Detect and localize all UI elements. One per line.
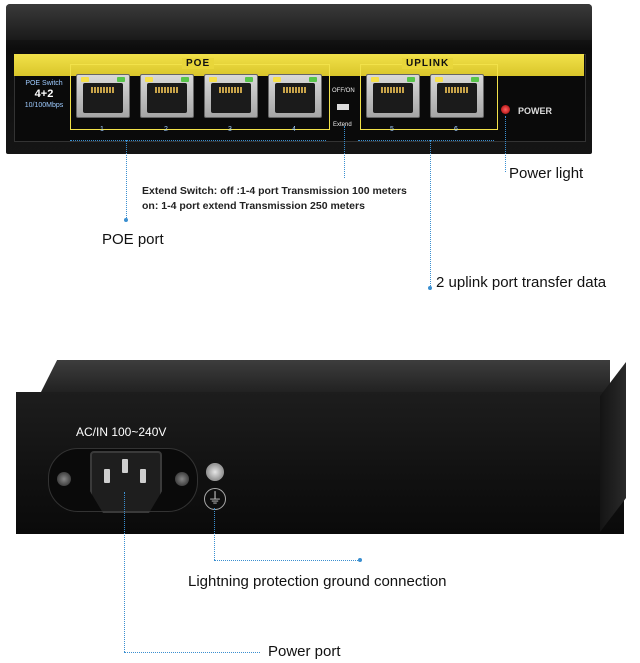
power-light-leader-line (505, 116, 506, 172)
rj45-jack (275, 83, 315, 113)
ground-leader-line (214, 508, 215, 560)
power-port-leader-line (124, 492, 125, 652)
ground-icon: ⏚ (204, 488, 226, 510)
poe-port-2[interactable] (140, 74, 194, 118)
socket-pin (140, 469, 146, 483)
socket-pin (122, 459, 128, 473)
socket-pin (104, 469, 110, 483)
power-led-icon (501, 105, 510, 114)
ac-input-label: AC/IN 100~240V (76, 425, 167, 439)
port-number-6: 6 (454, 126, 458, 133)
act-led (471, 77, 479, 82)
poe-group-title: POE (182, 58, 215, 69)
link-led (209, 77, 217, 82)
poe-port-caption: POE port (102, 231, 164, 248)
leader-dot (428, 286, 432, 290)
ground-terminal[interactable] (206, 463, 224, 481)
extend-caption-line2: on: 1-4 port extend Transmission 250 met… (142, 200, 365, 212)
port-number-1: 1 (100, 126, 104, 133)
link-led (273, 77, 281, 82)
dip-slider (337, 104, 349, 110)
power-label: POWER (518, 106, 553, 116)
screw-icon (175, 472, 189, 486)
dip-label-bottom: Extend (333, 122, 352, 128)
act-led (309, 77, 317, 82)
uplink-port-6[interactable] (430, 74, 484, 118)
poe-port-3[interactable] (204, 74, 258, 118)
front-switch-top (6, 4, 592, 40)
screw-icon (57, 472, 71, 486)
power-light-caption: Power light (509, 165, 584, 182)
port-number-5: 5 (390, 126, 394, 133)
act-led (245, 77, 253, 82)
port-number-3: 3 (228, 126, 232, 133)
uplink-bracket-line (358, 140, 494, 141)
link-led (435, 77, 443, 82)
poe-leader-line (126, 140, 127, 220)
poe-port-1[interactable] (76, 74, 130, 118)
power-port-leader-horizontal (124, 652, 260, 653)
ground-caption: Lightning protection ground connection (188, 573, 447, 590)
rj45-jack (437, 83, 477, 113)
port-number-4: 4 (292, 126, 296, 133)
uplink-group-title: UPLINK (402, 58, 454, 69)
link-led (371, 77, 379, 82)
link-led (145, 77, 153, 82)
model-line-1: POE Switch (25, 80, 63, 87)
rj45-jack (211, 83, 251, 113)
link-led (81, 77, 89, 82)
act-led (117, 77, 125, 82)
leader-dot (358, 558, 362, 562)
switch-model-label: POE Switch 4+2 10/100Mbps (18, 78, 70, 128)
dip-label-top: OFF/ON (332, 88, 355, 94)
uplink-caption: 2 uplink port transfer data (436, 274, 607, 291)
port-number-2: 2 (164, 126, 168, 133)
model-port-count: 4+2 (34, 88, 54, 100)
extend-dip-switch[interactable] (333, 96, 353, 118)
back-switch-top (40, 360, 610, 394)
poe-bracket-line (70, 140, 326, 141)
rj45-jack (147, 83, 187, 113)
model-speed: 10/100Mbps (24, 102, 64, 109)
rj45-jack (373, 83, 413, 113)
leader-dot (124, 218, 128, 222)
poe-port-4[interactable] (268, 74, 322, 118)
power-port-caption: Power port (268, 643, 341, 660)
extend-caption-line1: Extend Switch: off :1-4 port Transmissio… (142, 185, 407, 197)
extend-leader-line (344, 126, 345, 178)
power-port-socket[interactable] (90, 451, 162, 513)
uplink-port-5[interactable] (366, 74, 420, 118)
ground-leader-horizontal (214, 560, 360, 561)
act-led (407, 77, 415, 82)
act-led (181, 77, 189, 82)
rj45-jack (83, 83, 123, 113)
uplink-leader-line (430, 140, 431, 290)
